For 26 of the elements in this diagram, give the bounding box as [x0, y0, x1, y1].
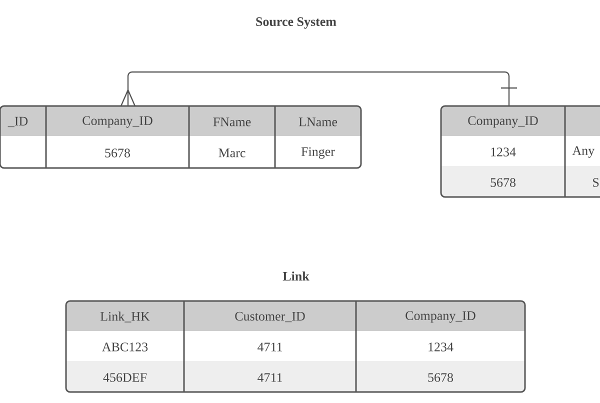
table-cell: Finger — [301, 147, 335, 159]
table — [0, 105, 362, 169]
relationship-line — [120, 71, 518, 107]
table-cell: 4711 — [258, 342, 282, 352]
table — [440, 105, 600, 198]
header-cell: Company_ID — [468, 116, 538, 128]
table-cell: 5678 — [428, 373, 453, 382]
table-cell: 5678 — [490, 178, 516, 187]
table-cell: Marc — [218, 148, 246, 158]
table-heading: Link — [282, 271, 310, 280]
table-cell: 1234 — [428, 342, 454, 352]
table-cell: Any — [572, 146, 595, 158]
header-cell: Link_HK — [100, 312, 150, 322]
header-cell: Customer_ID — [235, 312, 305, 322]
header-cell: LName — [298, 118, 338, 126]
table-cell: 1234 — [491, 148, 516, 156]
header-cell: FName — [213, 118, 251, 126]
table-cell: ABC123 — [102, 342, 148, 352]
table-cell: 5678 — [105, 148, 130, 158]
diagram-title: Source System — [256, 17, 336, 29]
header-cell: _ID — [8, 116, 28, 128]
header-cell: Company_ID — [406, 311, 476, 323]
table-cell: S — [593, 178, 599, 187]
table-cell: 4711 — [258, 373, 282, 382]
header-cell: Company_ID — [82, 116, 152, 128]
table-cell: 456DEF — [103, 373, 147, 382]
